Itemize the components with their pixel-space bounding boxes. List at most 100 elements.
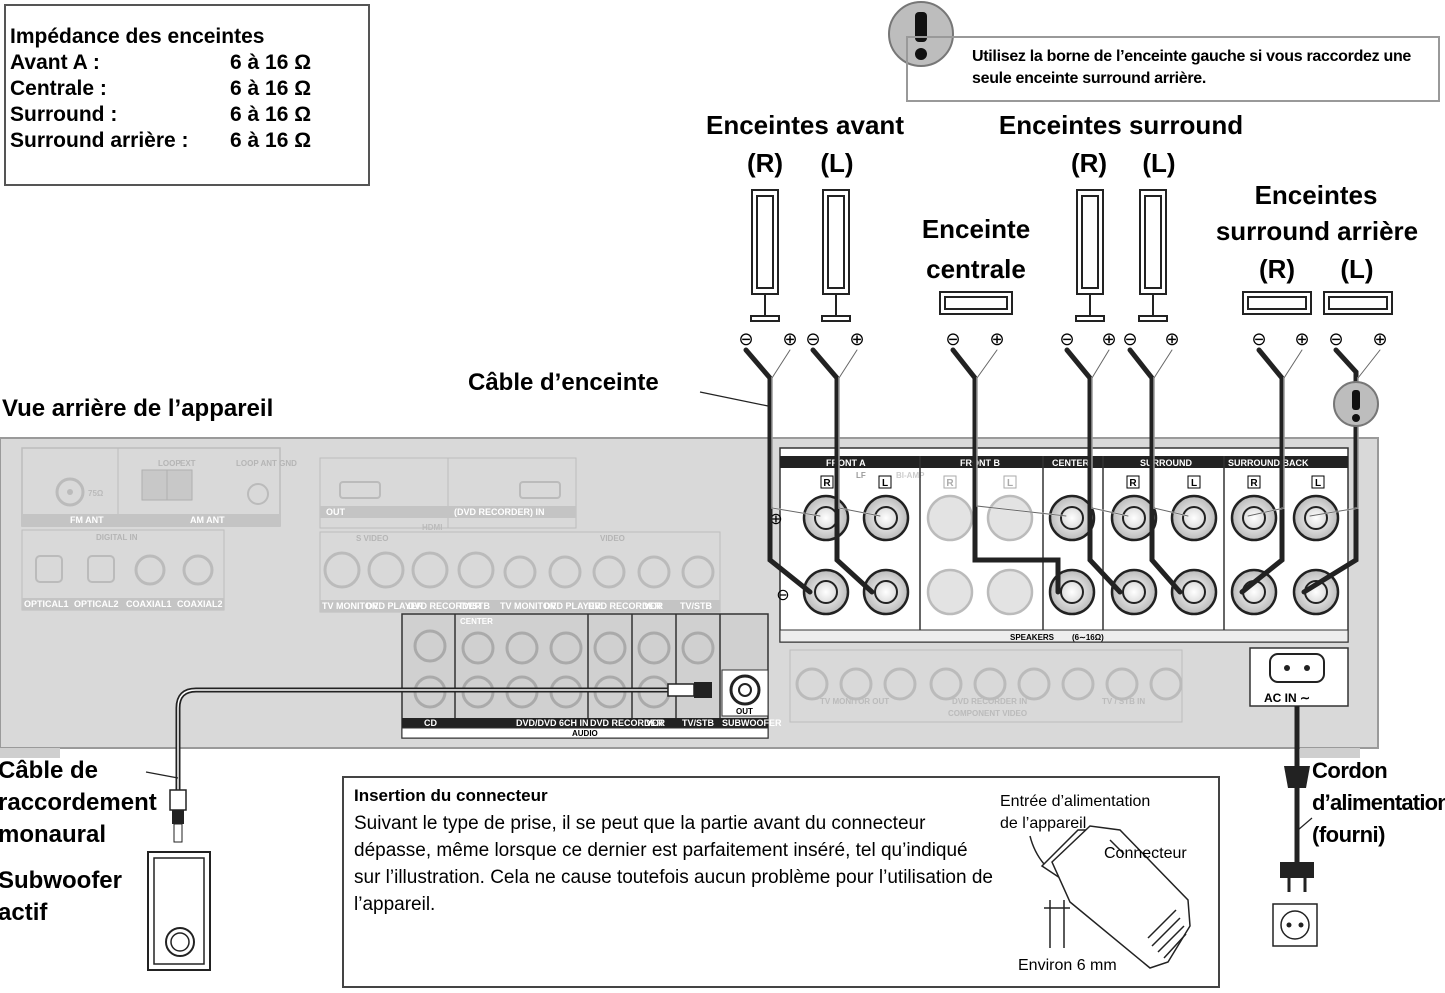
hdmi-logo: HDMI — [422, 523, 442, 532]
mono-cable-label: raccordement — [0, 789, 157, 816]
svg-text:TV MONITOR: TV MONITOR — [322, 601, 379, 611]
svg-text:OUT: OUT — [326, 507, 346, 517]
impedance-box — [4, 4, 370, 186]
subwoofer-label: actif — [0, 899, 48, 926]
insertion-box — [342, 776, 1220, 988]
svg-text:COAXIAL1: COAXIAL1 — [126, 599, 172, 609]
rear-view-label: Vue arrière de l’appareil — [2, 395, 274, 422]
svg-text:DVD RECORDER: DVD RECORDER — [408, 601, 482, 611]
svg-text:TV MONITOR: TV MONITOR — [500, 601, 557, 611]
svg-text:TV MONITOR OUT: TV MONITOR OUT — [820, 697, 889, 706]
connector-label: Connecteur — [1104, 845, 1187, 862]
svg-text:⊕: ⊕ — [1294, 329, 1309, 349]
svg-text:R: R — [823, 478, 831, 489]
exclamation-icon — [888, 1, 954, 67]
impedance-row-value: 6 à 16 Ω — [230, 51, 312, 74]
svg-text:R: R — [1250, 478, 1258, 489]
optical1-jack[interactable] — [35, 555, 63, 583]
front-speaker-right — [750, 189, 780, 322]
center-speaker-label: Enceinte — [921, 214, 1031, 244]
fm-ant-jack[interactable] — [55, 477, 85, 507]
active-subwoofer — [147, 851, 211, 971]
center-speaker-label: centrale — [926, 254, 1026, 284]
svg-text:LF: LF — [856, 471, 866, 480]
svg-text:⊕: ⊕ — [782, 329, 797, 349]
am-ant-label: AM ANT — [190, 515, 225, 525]
svg-text:EXT: EXT — [180, 459, 196, 468]
hdmi-in-port[interactable] — [519, 481, 561, 499]
surround-left-label: (L) — [1142, 148, 1176, 178]
svg-text:BI-AMP: BI-AMP — [896, 471, 925, 480]
svg-text:TV/STB: TV/STB — [682, 718, 715, 728]
mono-cable-label: monaural — [0, 821, 107, 848]
svg-text:CENTER: CENTER — [460, 617, 493, 626]
svg-text:DVD PLAYER: DVD PLAYER — [544, 601, 602, 611]
svg-text:OUT: OUT — [736, 707, 753, 716]
mono-cable-label: Câble de — [0, 757, 99, 784]
svg-text:(DVD RECORDER) IN: (DVD RECORDER) IN — [454, 507, 545, 517]
front-right-label: (R) — [746, 148, 784, 178]
surround-back-right-label: (R) — [1258, 254, 1296, 284]
speaker-cable-label: Câble d’enceinte — [468, 369, 659, 396]
svg-text:AC IN ∼: AC IN ∼ — [1264, 691, 1310, 705]
subwoofer-out-jack[interactable] — [729, 674, 761, 706]
impedance-row-label: Surround : — [10, 103, 118, 126]
svg-text:VCR: VCR — [644, 601, 664, 611]
svg-text:COAXIAL2: COAXIAL2 — [177, 599, 223, 609]
svg-text:75Ω: 75Ω — [88, 489, 104, 498]
svg-text:⊖: ⊖ — [1122, 329, 1137, 349]
surround-back-label: Enceintes — [1254, 180, 1378, 210]
svg-text:OPTICAL2: OPTICAL2 — [74, 599, 119, 609]
exclamation-icon — [1333, 381, 1379, 427]
svg-text:⊕: ⊕ — [989, 329, 1004, 349]
svg-text:⊖: ⊖ — [738, 329, 753, 349]
svg-text:CENTER: CENTER — [1052, 458, 1090, 468]
surround-speaker-right — [1075, 189, 1105, 322]
svg-text:AUDIO: AUDIO — [572, 729, 598, 738]
insertion-body: Suivant le type de prise, il se peut que… — [354, 813, 993, 915]
note-text: Utilisez la borne de l’enceinte gauche s… — [972, 48, 1412, 87]
impedance-row-value: 6 à 16 Ω — [230, 103, 312, 126]
surround-back-label: surround arrière — [1215, 216, 1419, 246]
impedance-row-value: 6 à 16 Ω — [230, 129, 312, 152]
wall-outlet — [1272, 903, 1318, 947]
coaxial2-jack[interactable] — [182, 554, 214, 586]
power-cord-label: (fourni) — [1312, 822, 1385, 847]
power-cord — [1280, 706, 1314, 892]
svg-text:OPTICAL1: OPTICAL1 — [24, 599, 69, 609]
svg-text:DIGITAL IN: DIGITAL IN — [96, 533, 138, 542]
surround-right-label: (R) — [1070, 148, 1108, 178]
svg-text:SPEAKERS: SPEAKERS — [1010, 633, 1055, 642]
svg-text:R: R — [946, 478, 954, 489]
svg-text:L: L — [1191, 478, 1197, 489]
svg-text:COMPONENT VIDEO: COMPONENT VIDEO — [948, 709, 1027, 718]
surround-speaker-left — [1138, 189, 1168, 322]
svg-text:DVD PLAYER: DVD PLAYER — [366, 601, 424, 611]
fm-ant-label: FM ANT — [70, 515, 104, 525]
svg-text:SURROUND: SURROUND — [1140, 458, 1193, 468]
power-cord-label: d’alimentation — [1312, 790, 1445, 815]
svg-text:⊖: ⊖ — [945, 329, 960, 349]
minus-terminal-icon: ⊖ — [776, 587, 789, 604]
coaxial1-jack[interactable] — [134, 554, 166, 586]
speaker-cables — [743, 347, 1381, 595]
approx-6mm-label: Environ 6 mm — [1018, 957, 1117, 974]
front-left-label: (L) — [820, 148, 854, 178]
svg-text:(6∼16Ω): (6∼16Ω) — [1072, 633, 1104, 642]
speaker-binding-posts[interactable] — [802, 494, 1340, 616]
power-cord-label: Cordon — [1312, 758, 1388, 783]
power-input-label: de l’appareil — [1000, 815, 1087, 832]
surround-speakers-label: Enceintes surround — [998, 110, 1244, 140]
hdmi-out-port[interactable] — [339, 481, 381, 499]
optical2-jack[interactable] — [87, 555, 115, 583]
svg-text:DVD RECORDER: DVD RECORDER — [588, 601, 662, 611]
plus-terminal-icon: ⊕ — [769, 511, 782, 528]
svg-text:CD: CD — [424, 718, 437, 728]
svg-text:⊕: ⊕ — [1372, 329, 1387, 349]
svg-text:LOOP: LOOP — [158, 459, 181, 468]
svg-text:⊕: ⊕ — [849, 329, 864, 349]
svg-text:TV/STB: TV/STB — [458, 601, 491, 611]
ac-inlet[interactable] — [1269, 653, 1325, 683]
impedance-row-label: Avant A : — [10, 51, 100, 74]
svg-text:FRONT A: FRONT A — [826, 458, 866, 468]
